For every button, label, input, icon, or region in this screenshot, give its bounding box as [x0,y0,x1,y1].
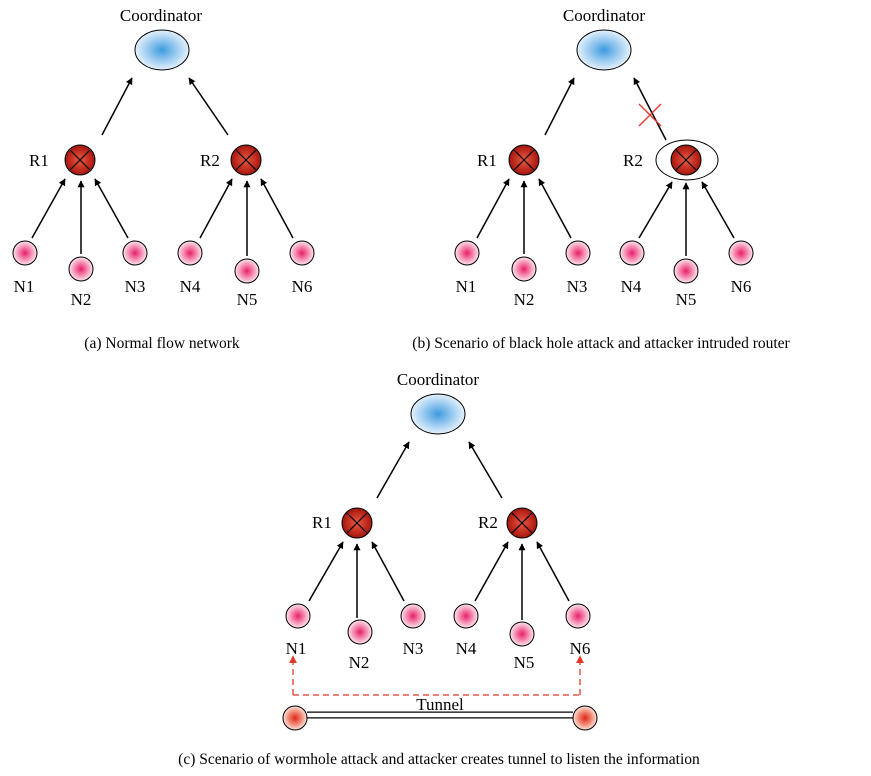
router-r2 [670,144,702,176]
node-label-n1: N1 [456,277,477,296]
sensor-node-n1 [454,240,480,266]
coordinator-label: Coordinator [120,6,202,25]
router-r2 [506,507,538,539]
link-arrow [538,178,572,239]
coordinator-label: Coordinator [397,370,479,389]
sensor-node-n1 [285,603,311,629]
node-label-n5: N5 [676,290,697,309]
link-arrow [474,541,509,602]
node-label-n5: N5 [237,290,258,309]
panel-a: Coordinator R1 R2 N1 [12,6,315,352]
link-arrow [638,181,673,239]
panel-b-caption: (b) Scenario of black hole attack and at… [412,335,790,352]
sensor-node-n4 [453,603,479,629]
link-arrow [188,77,229,136]
coordinator-node [576,29,632,71]
sensor-node-n2 [68,256,94,282]
sensor-node-n2 [347,619,373,645]
node-label-n1: N1 [14,277,35,296]
coordinator-node [410,393,466,435]
sensor-node-n3 [400,603,426,629]
link-arrow [476,178,510,239]
sensor-node-n6 [728,240,754,266]
panel-a-caption: (a) Normal flow network [84,335,240,352]
sensor-node-n3 [565,240,591,266]
node-label-n4: N4 [456,639,477,658]
coordinator-node [134,29,190,71]
link-arrow [536,541,570,602]
link-arrow [376,441,410,499]
link-arrow [260,178,294,239]
router-r1 [64,144,96,176]
link-arrow [101,77,133,136]
sensor-node-n5 [673,258,699,284]
node-label-n1: N1 [286,639,307,658]
node-label-n4: N4 [621,277,642,296]
sensor-node-n6 [289,240,315,266]
link-arrow [308,541,344,602]
node-label-n5: N5 [514,653,535,672]
sensor-node-n1 [12,240,38,266]
sensor-node-n4 [177,240,203,266]
router-label-r1: R1 [477,151,497,170]
node-label-n6: N6 [731,277,752,296]
link-arrow [633,77,667,141]
panel-b: Coordinator R1 R2 [412,6,790,352]
dropped-link-x-icon [638,103,662,127]
router-label-r1: R1 [312,513,332,532]
node-label-n4: N4 [180,277,201,296]
link-arrow [31,178,66,239]
node-label-n3: N3 [125,277,146,296]
link-arrow [701,181,735,239]
panel-c-caption: (c) Scenario of wormhole attack and atta… [178,751,700,768]
sensor-node-n6 [565,603,591,629]
router-label-r1: R1 [29,151,49,170]
link-arrow [94,178,129,239]
attacker-node-right [572,705,598,731]
node-label-n3: N3 [403,639,424,658]
sensor-node-n2 [511,256,537,282]
coordinator-label: Coordinator [563,6,645,25]
node-label-n6: N6 [570,639,591,658]
sensor-node-n5 [234,258,260,284]
node-label-n2: N2 [514,290,535,309]
router-r1 [341,507,373,539]
wormhole-dashed-path [289,655,584,696]
router-r2 [230,144,262,176]
panel-c: Coordinator R1 R2 N1 N2 N3 N4 [178,370,700,768]
sensor-node-n3 [122,240,148,266]
router-label-r2: R2 [200,151,220,170]
node-label-n2: N2 [349,653,370,672]
link-arrow [199,178,233,239]
sensor-node-n4 [619,240,645,266]
attacker-node-left [282,705,308,731]
router-label-r2: R2 [623,151,643,170]
node-label-n2: N2 [71,290,92,309]
link-arrow [544,77,575,136]
link-arrow [371,541,405,602]
link-arrow [468,441,503,499]
sensor-node-n5 [509,621,535,647]
node-label-n6: N6 [292,277,313,296]
tunnel-label: Tunnel [416,695,464,714]
router-label-r2: R2 [478,513,498,532]
router-r1 [508,144,540,176]
node-label-n3: N3 [567,277,588,296]
